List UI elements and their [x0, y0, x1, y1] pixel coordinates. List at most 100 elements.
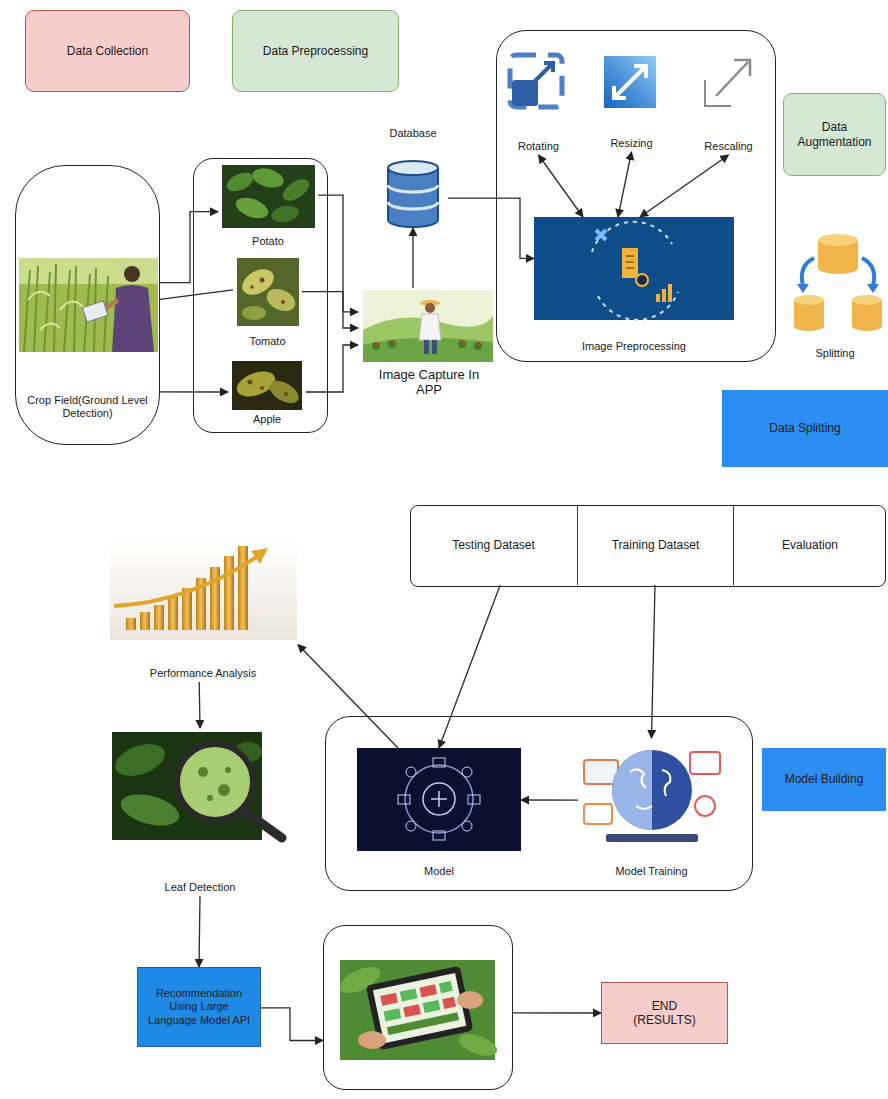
splitting-graphic-part: [794, 295, 824, 305]
farm-app-illustration-part: [425, 303, 435, 313]
splitting-graphic-part: [862, 258, 874, 286]
phase-box: Data Augmentation: [783, 93, 886, 176]
rotate-icon-part: [532, 63, 553, 84]
node-label: Rescaling: [704, 140, 752, 153]
leaf-detection-image-part: [207, 795, 213, 801]
connector: [160, 391, 228, 393]
node-label: Image Preprocessing: [582, 340, 686, 353]
training-graphic-part: [612, 750, 652, 830]
crop-field-photo-part: [82, 301, 108, 322]
crop-image: Apple: [228, 358, 306, 428]
phase-box: Data Splitting: [722, 390, 888, 467]
tablet-photo-part: [358, 1031, 386, 1049]
training-graphic-part: [630, 769, 670, 809]
app-capture: Image Capture In APP: [358, 288, 500, 400]
potato-leaf-photo-part: [224, 169, 256, 195]
connector: [412, 228, 413, 288]
performance-chart-image-part: [210, 567, 220, 630]
farm-app-illustration-part: [363, 290, 493, 362]
connector: [298, 645, 398, 748]
model-image: Model: [357, 748, 521, 880]
crop-field-panel: Crop Field(Ground Level Detection): [15, 165, 160, 445]
database-node: Database: [378, 125, 448, 228]
connector: [318, 195, 358, 312]
table-cell: Testing Dataset: [410, 505, 577, 585]
table-cell: Evaluation: [733, 505, 886, 585]
connector: [261, 1008, 323, 1041]
performance-chart-image-part: [126, 618, 136, 630]
node-label: Model Building: [785, 772, 864, 786]
farm-app-illustration-part: [424, 340, 429, 354]
connector: [302, 292, 358, 328]
tablet-photo-part-part: [373, 973, 466, 1043]
rescale-icon-part: [716, 60, 750, 96]
crop-field-photo-part: [28, 292, 84, 330]
tablet-photo-part-part: [403, 1004, 421, 1017]
model-graphic: [357, 748, 521, 851]
rotate-icon-part: [510, 55, 562, 107]
tomato-leaf-photo-part: [281, 300, 285, 304]
node-label: Resizing: [610, 137, 652, 150]
model-panel: ModelModel Training: [325, 716, 753, 891]
preprocessing-graphic-part: [622, 248, 638, 278]
crop-image: Tomato: [233, 256, 302, 350]
preprocessing-graphic-part: [596, 230, 606, 240]
crop-group: PotatoTomatoApple: [193, 158, 328, 433]
connector: [640, 155, 729, 217]
farm-app-illustration-part: [461, 340, 465, 344]
node-label: Evaluation: [782, 538, 838, 552]
preprocessing-graphic-part: [534, 217, 734, 320]
apple-leaf-photo-part: [284, 392, 288, 396]
icon-tile: Resizing: [595, 48, 668, 152]
tablet-photo-part-part: [442, 997, 456, 1009]
process-box: Recommendation Using Large Language Mode…: [137, 967, 261, 1047]
model-graphic-part: [433, 758, 445, 767]
tablet-photo-part-part: [384, 1008, 402, 1021]
rescale-icon: [705, 60, 750, 106]
preprocessing-graphic: [534, 217, 734, 320]
connector: [513, 1012, 601, 1013]
splitting-graphic-part: [867, 284, 879, 293]
performance-chart-image-part: [110, 540, 297, 640]
potato-leaf-photo: [222, 165, 315, 228]
node-label: Leaf Detection: [165, 881, 236, 894]
connector: [539, 155, 584, 217]
leaf-detection-image-part: [117, 789, 182, 832]
node-label: Data Collection: [67, 44, 148, 58]
farm-app-illustration-part: [458, 340, 466, 348]
connector: [448, 198, 534, 258]
performance-chart-image-part: [224, 556, 234, 630]
node-label: Data Preprocessing: [263, 44, 368, 58]
node-label: Recommendation Using Large Language Mode…: [144, 987, 254, 1027]
splitting-graphic-part: [797, 284, 809, 293]
farm-app-illustration-part: [391, 340, 395, 344]
resize-icon-part: [614, 66, 646, 98]
performance-chart-image-part: [140, 612, 150, 630]
table-cell: Training Dataset: [577, 505, 733, 585]
process-image: Image Preprocessing: [534, 217, 734, 355]
training-graphic-part: [612, 750, 692, 830]
connector: [199, 682, 201, 728]
model-graphic-part: [406, 821, 416, 831]
farm-app-illustration-part: [388, 340, 396, 348]
crop-field-photo-part: [112, 285, 154, 352]
tomato-leaf-photo: [237, 258, 299, 326]
connector: [439, 585, 500, 748]
crop-field-photo-part: [24, 264, 108, 352]
node-label: Potato: [252, 235, 284, 248]
tomato-leaf-photo-part: [263, 285, 299, 316]
tablet-photo-part: [457, 991, 483, 1009]
performance-chart-image-part: [114, 556, 258, 606]
connector: [160, 212, 218, 283]
node-label: Splitting: [815, 347, 854, 360]
crop-image: Potato: [218, 163, 318, 250]
model-graphic-part: [462, 821, 472, 831]
leaf-detection-image-part: [218, 784, 230, 796]
crop-field-photo-part: [124, 266, 140, 282]
tablet-photo: [336, 960, 500, 1060]
potato-leaf-photo-part: [279, 175, 313, 205]
icon-tile: Rotating: [505, 48, 572, 155]
rotate-icon: [510, 55, 562, 107]
